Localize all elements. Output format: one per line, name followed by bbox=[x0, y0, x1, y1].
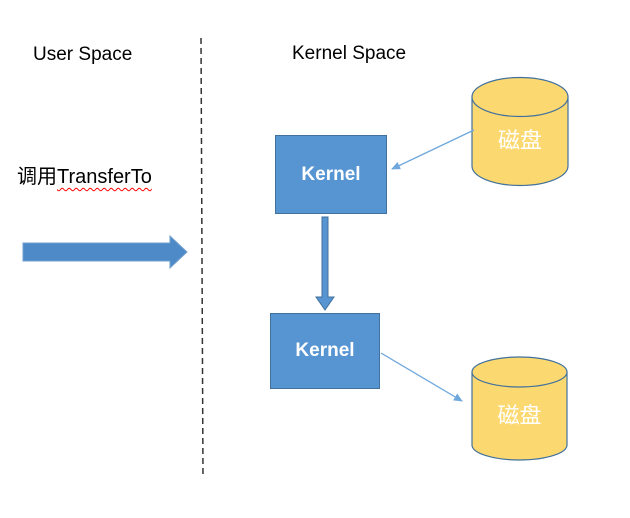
kernel-box-top-label: Kernel bbox=[301, 163, 361, 185]
kernel-to-disk-arrow bbox=[380, 352, 463, 402]
disk-top-body bbox=[471, 97, 569, 187]
kernel-box-bottom-label: Kernel bbox=[295, 340, 355, 361]
call-label-prefix: 调用 bbox=[17, 166, 57, 188]
disk-to-kernel-arrow bbox=[391, 129, 475, 170]
disk-bottom-lid bbox=[471, 356, 568, 388]
disk-bottom-label: 磁盘 bbox=[497, 403, 542, 428]
space-divider-line bbox=[200, 37, 204, 478]
disk-bottom-body bbox=[471, 372, 568, 461]
user-call-arrow bbox=[22, 234, 188, 270]
disk-cylinder-bottom bbox=[471, 356, 568, 461]
kernel-box-top: Kernel bbox=[275, 135, 387, 214]
call-label-method: TransferTo bbox=[57, 166, 152, 188]
transferto-call-label: 调用TransferTo bbox=[17, 160, 152, 189]
kernel-box-bottom: Kernel bbox=[270, 313, 380, 389]
disk-top-lid bbox=[471, 76, 569, 118]
kernel-space-title: Kernel Space bbox=[292, 43, 407, 64]
disk-cylinder-top bbox=[471, 76, 569, 187]
disk-top-label: 磁盘 bbox=[497, 128, 542, 153]
user-space-title: User Space bbox=[33, 44, 133, 65]
kernel-to-kernel-arrow bbox=[315, 216, 335, 311]
